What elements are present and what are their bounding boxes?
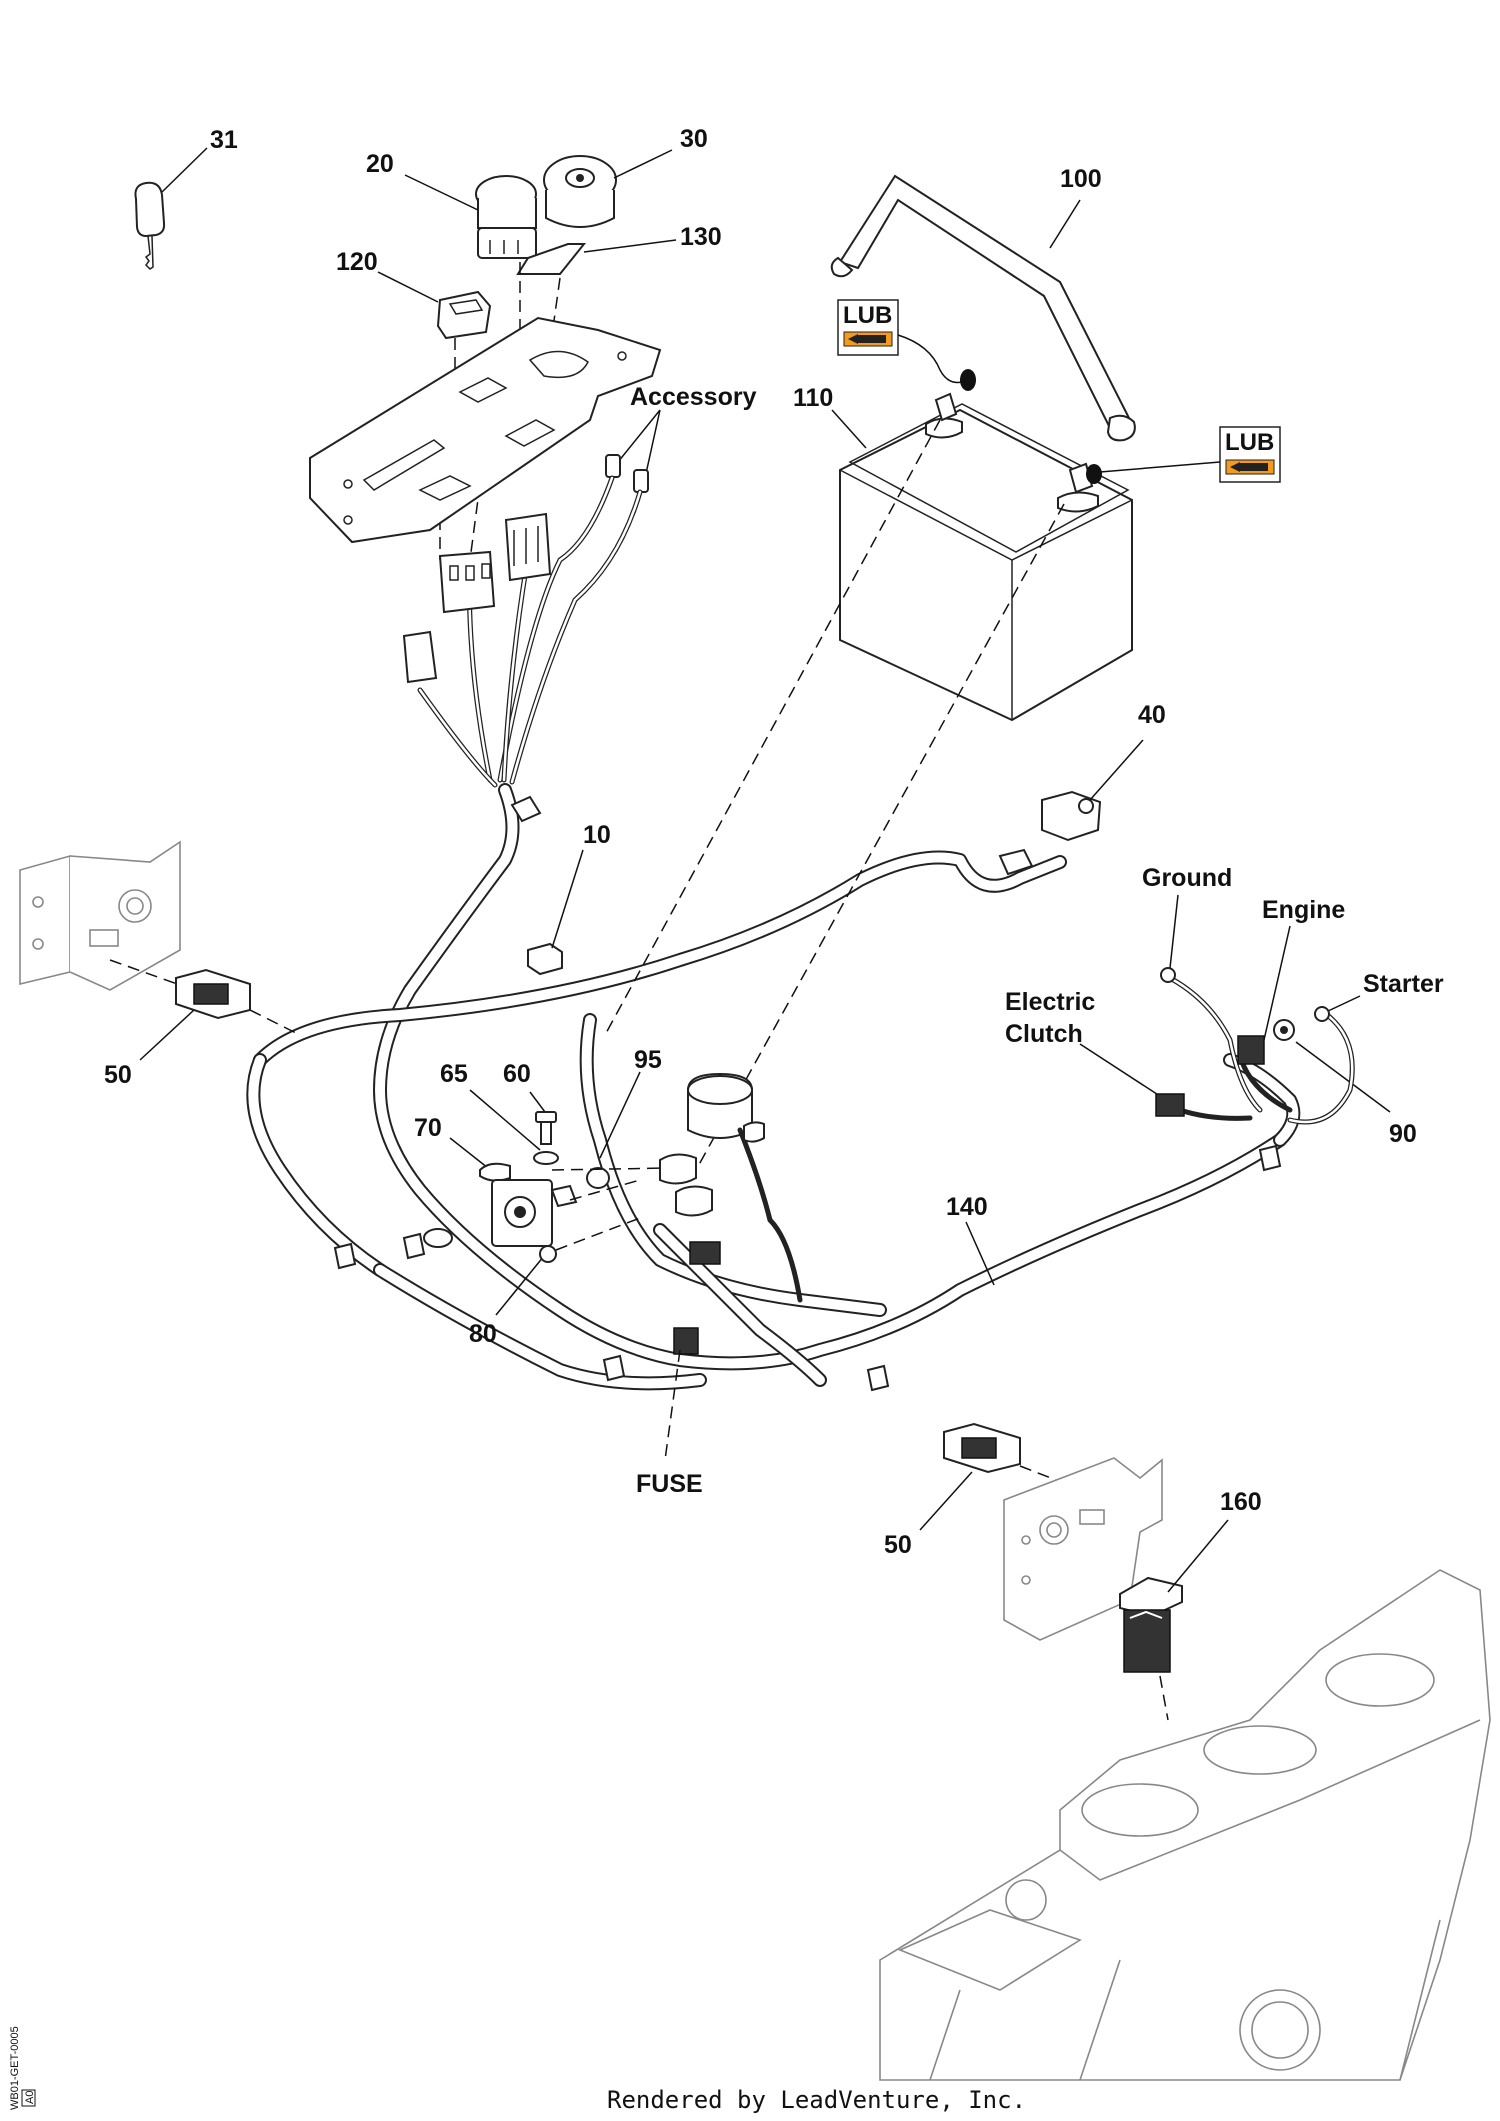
leader-10 bbox=[551, 849, 584, 949]
battery-hold-down-icon bbox=[830, 174, 1136, 442]
ignition-switch-icon bbox=[543, 155, 617, 228]
relay-icon bbox=[527, 942, 563, 976]
callout-100: 100 bbox=[1060, 165, 1102, 193]
leader-120 bbox=[377, 271, 439, 303]
rocker-switch-160-icon bbox=[1119, 1576, 1183, 1673]
lub-badge-1: LUB bbox=[837, 299, 899, 356]
footer-rendered-by: Rendered by LeadVenture, Inc. bbox=[607, 2086, 1026, 2114]
svg-text:LUB: LUB bbox=[843, 302, 892, 329]
callout-160: 160 bbox=[1220, 1488, 1262, 1516]
callout-95: 95 bbox=[634, 1046, 662, 1074]
callout-31: 31 bbox=[210, 126, 238, 154]
pto-switch-icon bbox=[475, 175, 537, 259]
label-accessory: Accessory bbox=[630, 383, 757, 411]
leader-130 bbox=[583, 239, 677, 253]
svg-text:LUB: LUB bbox=[1225, 429, 1274, 456]
lub-badge-2: LUB bbox=[1219, 426, 1281, 483]
callout-80: 80 bbox=[469, 1320, 497, 1348]
callout-40: 40 bbox=[1138, 701, 1166, 729]
label-clutch: Clutch bbox=[1005, 1020, 1083, 1048]
starter-cable-icon bbox=[659, 1072, 803, 1355]
solenoid-70-icon bbox=[479, 1162, 578, 1247]
label-starter: Starter bbox=[1363, 970, 1444, 998]
label-ground: Ground bbox=[1142, 864, 1232, 892]
callout-50b: 50 bbox=[884, 1531, 912, 1559]
leader-100 bbox=[1049, 199, 1081, 249]
footer-code: WB01-GET-0005 bbox=[9, 2026, 21, 2110]
dash-panel-icon bbox=[309, 316, 662, 544]
callout-60: 60 bbox=[503, 1060, 531, 1088]
nut-80-icon bbox=[539, 1245, 557, 1263]
ignition-key-icon bbox=[134, 181, 166, 270]
main-harness-140 bbox=[246, 783, 1301, 1391]
panel-connector-icon bbox=[402, 512, 552, 684]
seat-switch-icon bbox=[998, 790, 1102, 876]
battery-icon bbox=[839, 392, 1133, 722]
callout-50a: 50 bbox=[104, 1061, 132, 1089]
accessory-connector-icon bbox=[605, 454, 649, 493]
label-engine: Engine bbox=[1262, 896, 1345, 924]
callout-10: 10 bbox=[583, 821, 611, 849]
leader-30 bbox=[613, 149, 673, 179]
leader-50b bbox=[919, 1471, 973, 1531]
callout-20: 20 bbox=[366, 150, 394, 178]
callout-30: 30 bbox=[680, 125, 708, 153]
callout-110: 110 bbox=[793, 384, 833, 412]
leader-31 bbox=[161, 147, 208, 193]
label-fuse: FUSE bbox=[636, 1470, 703, 1498]
washer-65-icon bbox=[533, 1151, 559, 1165]
switch-bezel-icon bbox=[436, 290, 492, 340]
callout-65: 65 bbox=[440, 1060, 468, 1088]
leader-40 bbox=[1089, 739, 1144, 801]
nut-95-icon bbox=[586, 1167, 610, 1189]
harness-clips bbox=[333, 795, 1282, 1392]
label-electric: Electric bbox=[1005, 988, 1095, 1016]
right-interlock-switch-icon bbox=[943, 1422, 1021, 1474]
engine-leads bbox=[1155, 967, 1355, 1125]
callout-70: 70 bbox=[414, 1114, 442, 1142]
callout-120: 120 bbox=[336, 248, 378, 276]
left-bracket-icon bbox=[19, 840, 181, 991]
left-interlock-switch-icon bbox=[175, 968, 251, 1020]
callout-90: 90 bbox=[1389, 1120, 1417, 1148]
leader-20 bbox=[404, 174, 479, 211]
console-icon bbox=[879, 1569, 1491, 2081]
callout-140: 140 bbox=[946, 1193, 988, 1221]
leader-160 bbox=[1167, 1519, 1229, 1593]
callout-130: 130 bbox=[680, 223, 722, 251]
bolt-60-icon bbox=[535, 1111, 557, 1145]
leader-140 bbox=[965, 1221, 995, 1286]
switch-leads bbox=[417, 475, 643, 788]
leader-110 bbox=[831, 409, 867, 449]
leader-50a bbox=[139, 1009, 195, 1061]
footer-sub-code: A0 bbox=[24, 2091, 36, 2104]
